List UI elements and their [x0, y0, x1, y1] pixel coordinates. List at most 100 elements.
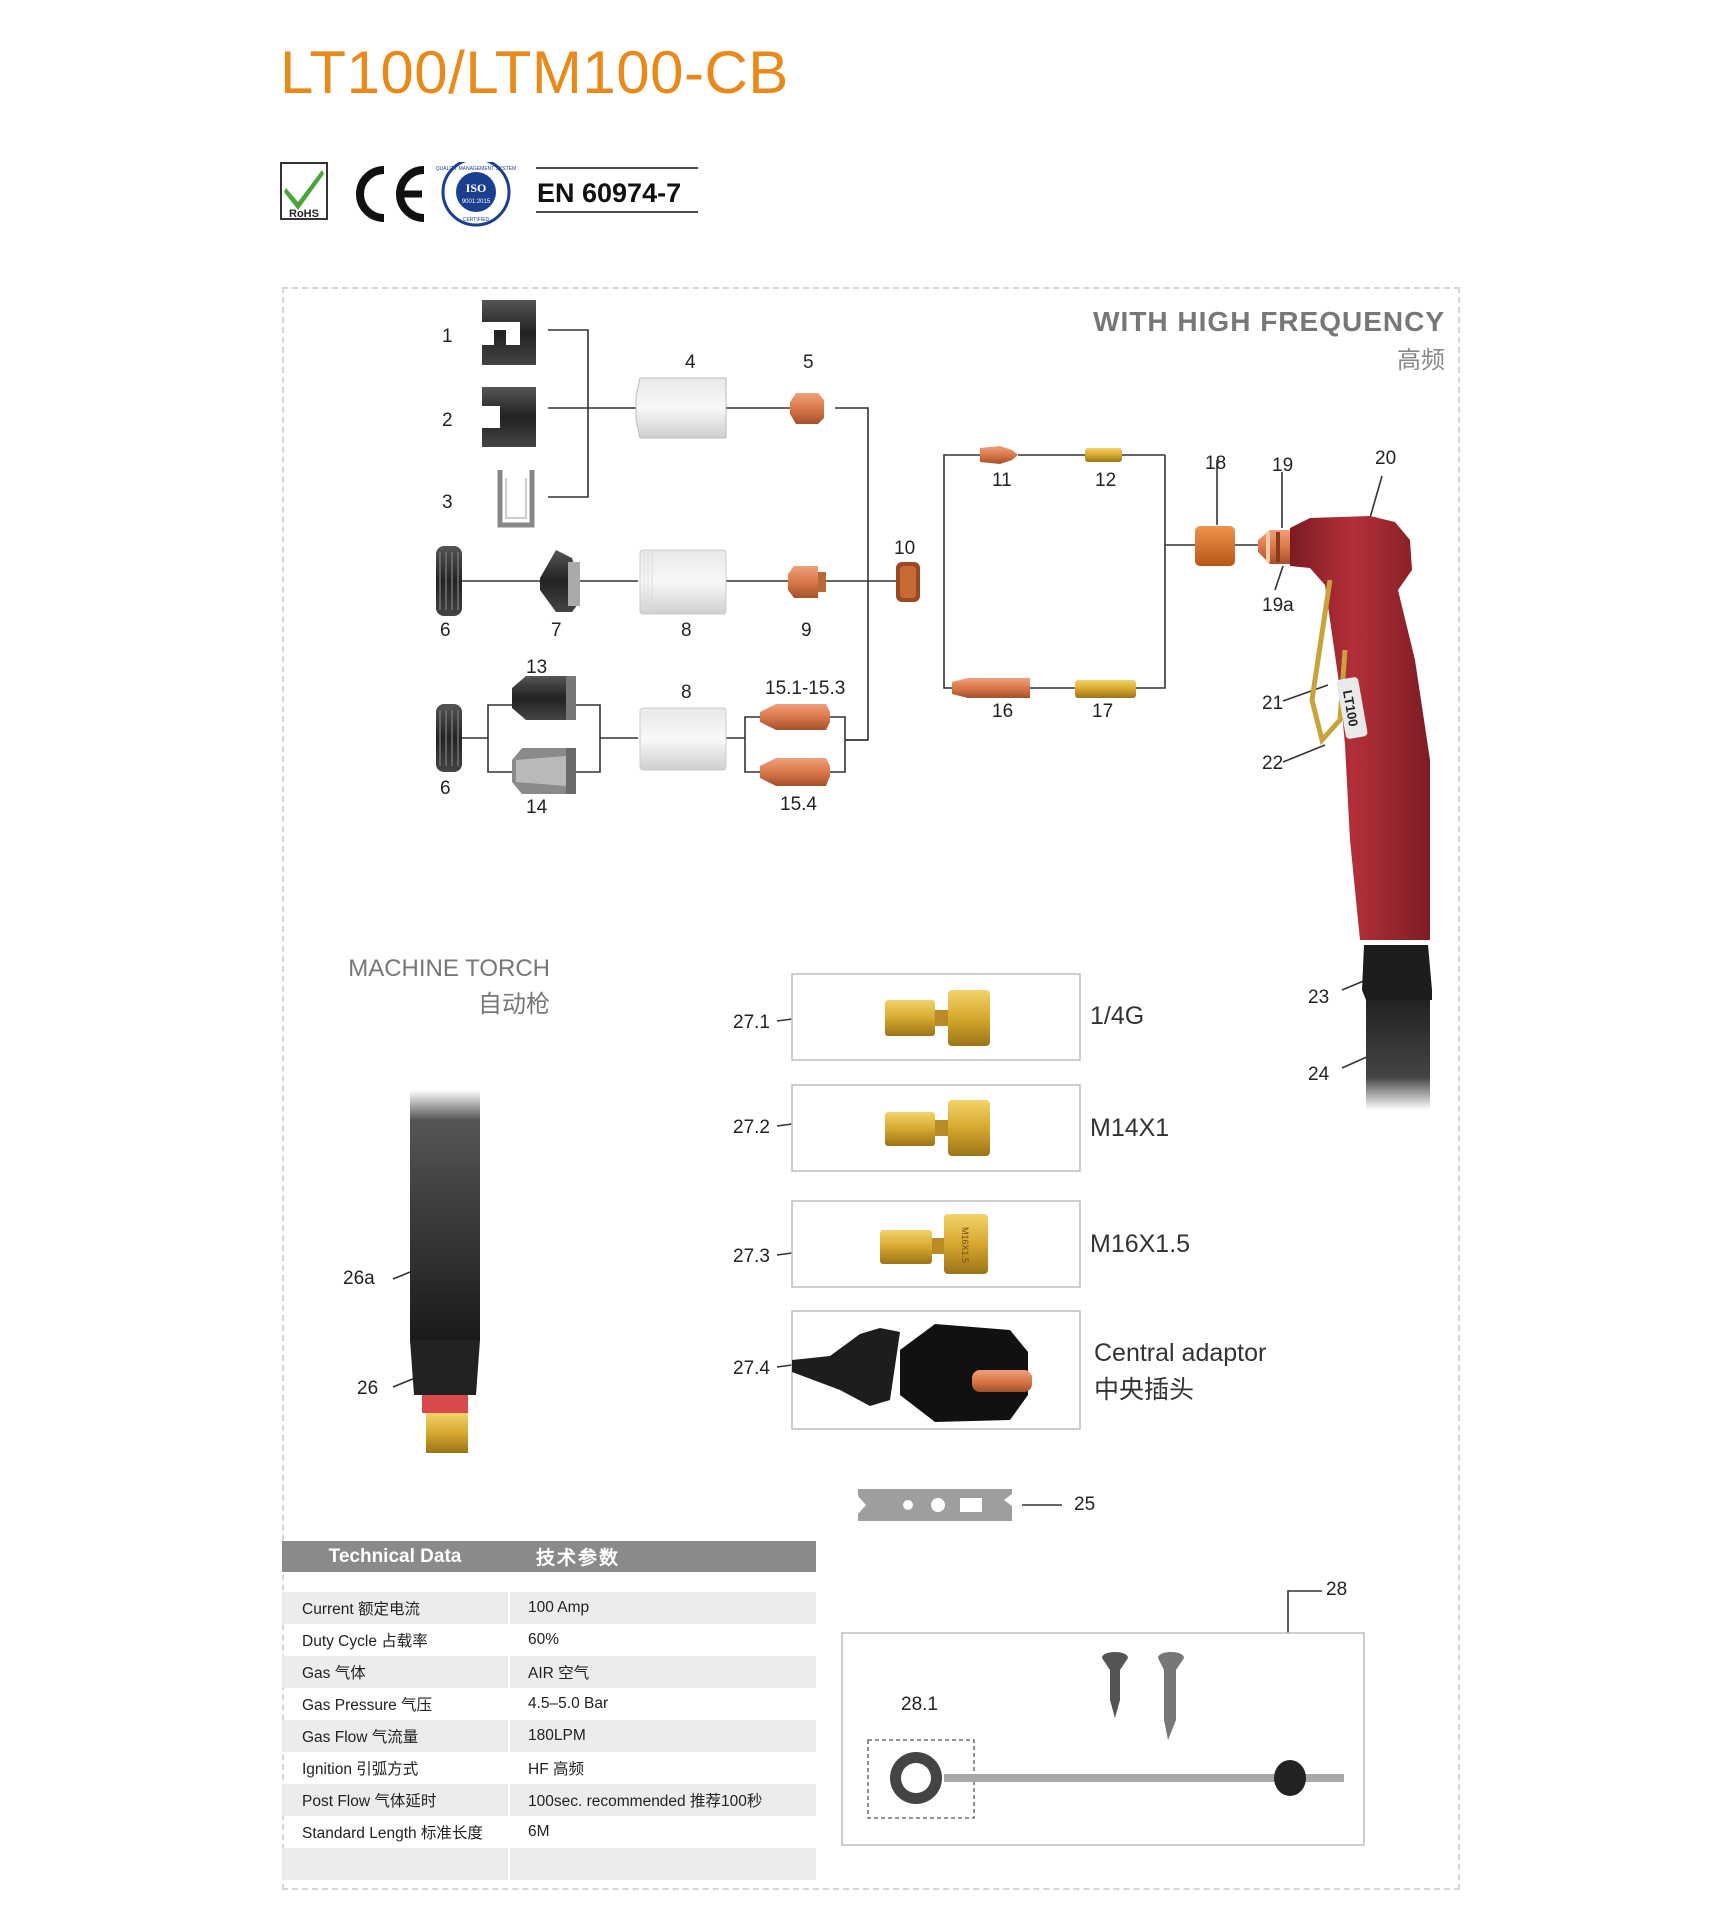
- retaining-cap-6b: [436, 704, 462, 772]
- row-value: 60%: [528, 1631, 560, 1648]
- nozzle-15-4: [760, 758, 830, 786]
- part-number: 19a: [1262, 595, 1294, 616]
- ceramic-body-8b: [639, 707, 727, 771]
- table-row: Current 额定电流 100 Amp: [282, 1592, 816, 1624]
- torch-label: LT100: [1340, 689, 1361, 728]
- row-value: HF 高频: [528, 1761, 584, 1778]
- row-value: 6M: [528, 1823, 550, 1840]
- technical-data-header: Technical Data 技术参数: [282, 1541, 816, 1572]
- table-row: Gas Pressure 气压 4.5–5.0 Bar: [282, 1688, 816, 1720]
- part-number: 11: [992, 470, 1012, 491]
- part-number: 15.4: [780, 794, 817, 815]
- row-value: 180LPM: [510, 1720, 816, 1752]
- shield-cap-2: [482, 387, 536, 447]
- adaptor-box-27-3: M16X1.5: [791, 1200, 1081, 1288]
- part-number: 8: [681, 682, 692, 703]
- rohs-logo: RoHS: [280, 162, 328, 220]
- nozzle-15-1: [760, 704, 830, 730]
- page-title: LT100/LTM100-CB: [280, 39, 789, 106]
- electrode-11: [980, 446, 1018, 464]
- technical-data-table: Technical Data 技术参数 Current 额定电流 100 Amp…: [282, 1541, 816, 1880]
- adaptor-label: M14X1: [1090, 1114, 1170, 1142]
- header-label-cn: 技术参数: [536, 1548, 621, 1569]
- en-standard-mark: EN 60974-7: [536, 167, 698, 213]
- electrode-16: [952, 678, 1030, 698]
- guide-kit-number: 28: [1326, 1579, 1348, 1600]
- svg-text:CERTIFIED: CERTIFIED: [463, 217, 490, 223]
- header-label: Technical Data: [328, 1545, 462, 1567]
- adaptor-box-27-1: [791, 973, 1081, 1061]
- shield-13: [512, 676, 576, 720]
- part-number: 6: [440, 620, 451, 641]
- part-number: 19: [1272, 455, 1294, 476]
- part-number: 21: [1262, 693, 1284, 714]
- hf-heading: WITH HIGH FREQUENCY: [1093, 306, 1445, 337]
- part-number: 16: [992, 701, 1014, 722]
- adaptor-number: 27.4: [733, 1358, 770, 1379]
- part-number: 18: [1205, 453, 1227, 474]
- drag-shield-3: [497, 470, 535, 528]
- part-number: 12: [1095, 470, 1117, 491]
- row-label: Duty Cycle 占载率: [302, 1633, 428, 1650]
- part-number: 6: [440, 778, 451, 799]
- torch-head-19: [1258, 530, 1290, 564]
- iso-seal: ISO 9001:2015 QUALITY MANAGEMENT SYSTEM …: [436, 162, 516, 227]
- adaptor-label: Central adaptor: [1094, 1339, 1267, 1367]
- machine-torch-heading: MACHINE TORCH: [348, 955, 550, 982]
- adaptor-stamp: M16X1.5: [960, 1227, 970, 1263]
- row-label: [282, 1848, 508, 1880]
- swirl-ring-10: [896, 562, 920, 602]
- ce-mark: [356, 166, 425, 222]
- ceramic-body-8: [639, 549, 727, 615]
- part-number: 24: [1308, 1064, 1330, 1085]
- row-value: 4.5–5.0 Bar: [528, 1695, 609, 1712]
- swirl-ring-18: [1195, 526, 1235, 566]
- part-number: 7: [551, 620, 562, 641]
- part-number: 14: [526, 797, 548, 818]
- adaptor-label-cn: 中央插头: [1094, 1376, 1195, 1404]
- part-number: 23: [1308, 987, 1330, 1008]
- row-label: Post Flow 气体延时: [282, 1784, 508, 1816]
- handle-end-23: [1362, 945, 1432, 1000]
- row-value: 100sec. recommended 推荐100秒: [510, 1784, 816, 1816]
- spanner-number: 25: [1074, 1494, 1096, 1515]
- part-number: 1: [442, 326, 453, 347]
- part-number: 17: [1092, 701, 1114, 722]
- diagram-frame: [282, 287, 1460, 1890]
- spanner-25: [858, 1489, 1012, 1521]
- retaining-cap-6: [436, 546, 462, 616]
- machine-torch-heading-cn: 自动枪: [478, 991, 550, 1018]
- part-number: 10: [894, 538, 916, 559]
- rohs-text: RoHS: [289, 208, 319, 220]
- row-value: AIR 空气: [510, 1656, 816, 1688]
- electrode-17: [1075, 680, 1136, 698]
- shield-14: [512, 748, 576, 794]
- part-number: 5: [803, 352, 814, 373]
- guide-kit-box-28: [841, 1632, 1365, 1846]
- adaptor-label: M16X1.5: [1090, 1230, 1191, 1258]
- spacer-7: [540, 550, 580, 612]
- table-row: Standard Length 标准长度 6M: [282, 1816, 816, 1848]
- machine-torch-26: [410, 1090, 480, 1453]
- adaptor-label: 1/4G: [1090, 1002, 1145, 1030]
- table-row: Gas Flow 气流量 180LPM: [282, 1720, 816, 1752]
- svg-text:ISO: ISO: [466, 181, 487, 195]
- part-number: 22: [1262, 753, 1284, 774]
- svg-text:QUALITY MANAGEMENT SYSTEM: QUALITY MANAGEMENT SYSTEM: [436, 166, 516, 172]
- shield-cap-1: [482, 300, 536, 365]
- row-label: Standard Length 标准长度: [302, 1825, 483, 1842]
- part-number: 26a: [343, 1268, 375, 1289]
- row-label: Gas 气体: [282, 1656, 508, 1688]
- ceramic-nozzle-4: [635, 377, 727, 439]
- connector-lines: [392, 329, 1383, 1735]
- part-number: 20: [1375, 448, 1397, 469]
- part-number: 26: [357, 1378, 379, 1399]
- part-number: 4: [685, 352, 696, 373]
- standard-text: EN 60974-7: [537, 178, 681, 208]
- certification-logos: RoHS ISO 9001:2015 QUALITY MANAGEMENT SY…: [280, 162, 698, 227]
- row-label: Gas Pressure 气压: [302, 1697, 433, 1714]
- part-number: 13: [526, 657, 548, 678]
- part-number: 9: [801, 620, 812, 641]
- part-number: 2: [442, 410, 453, 431]
